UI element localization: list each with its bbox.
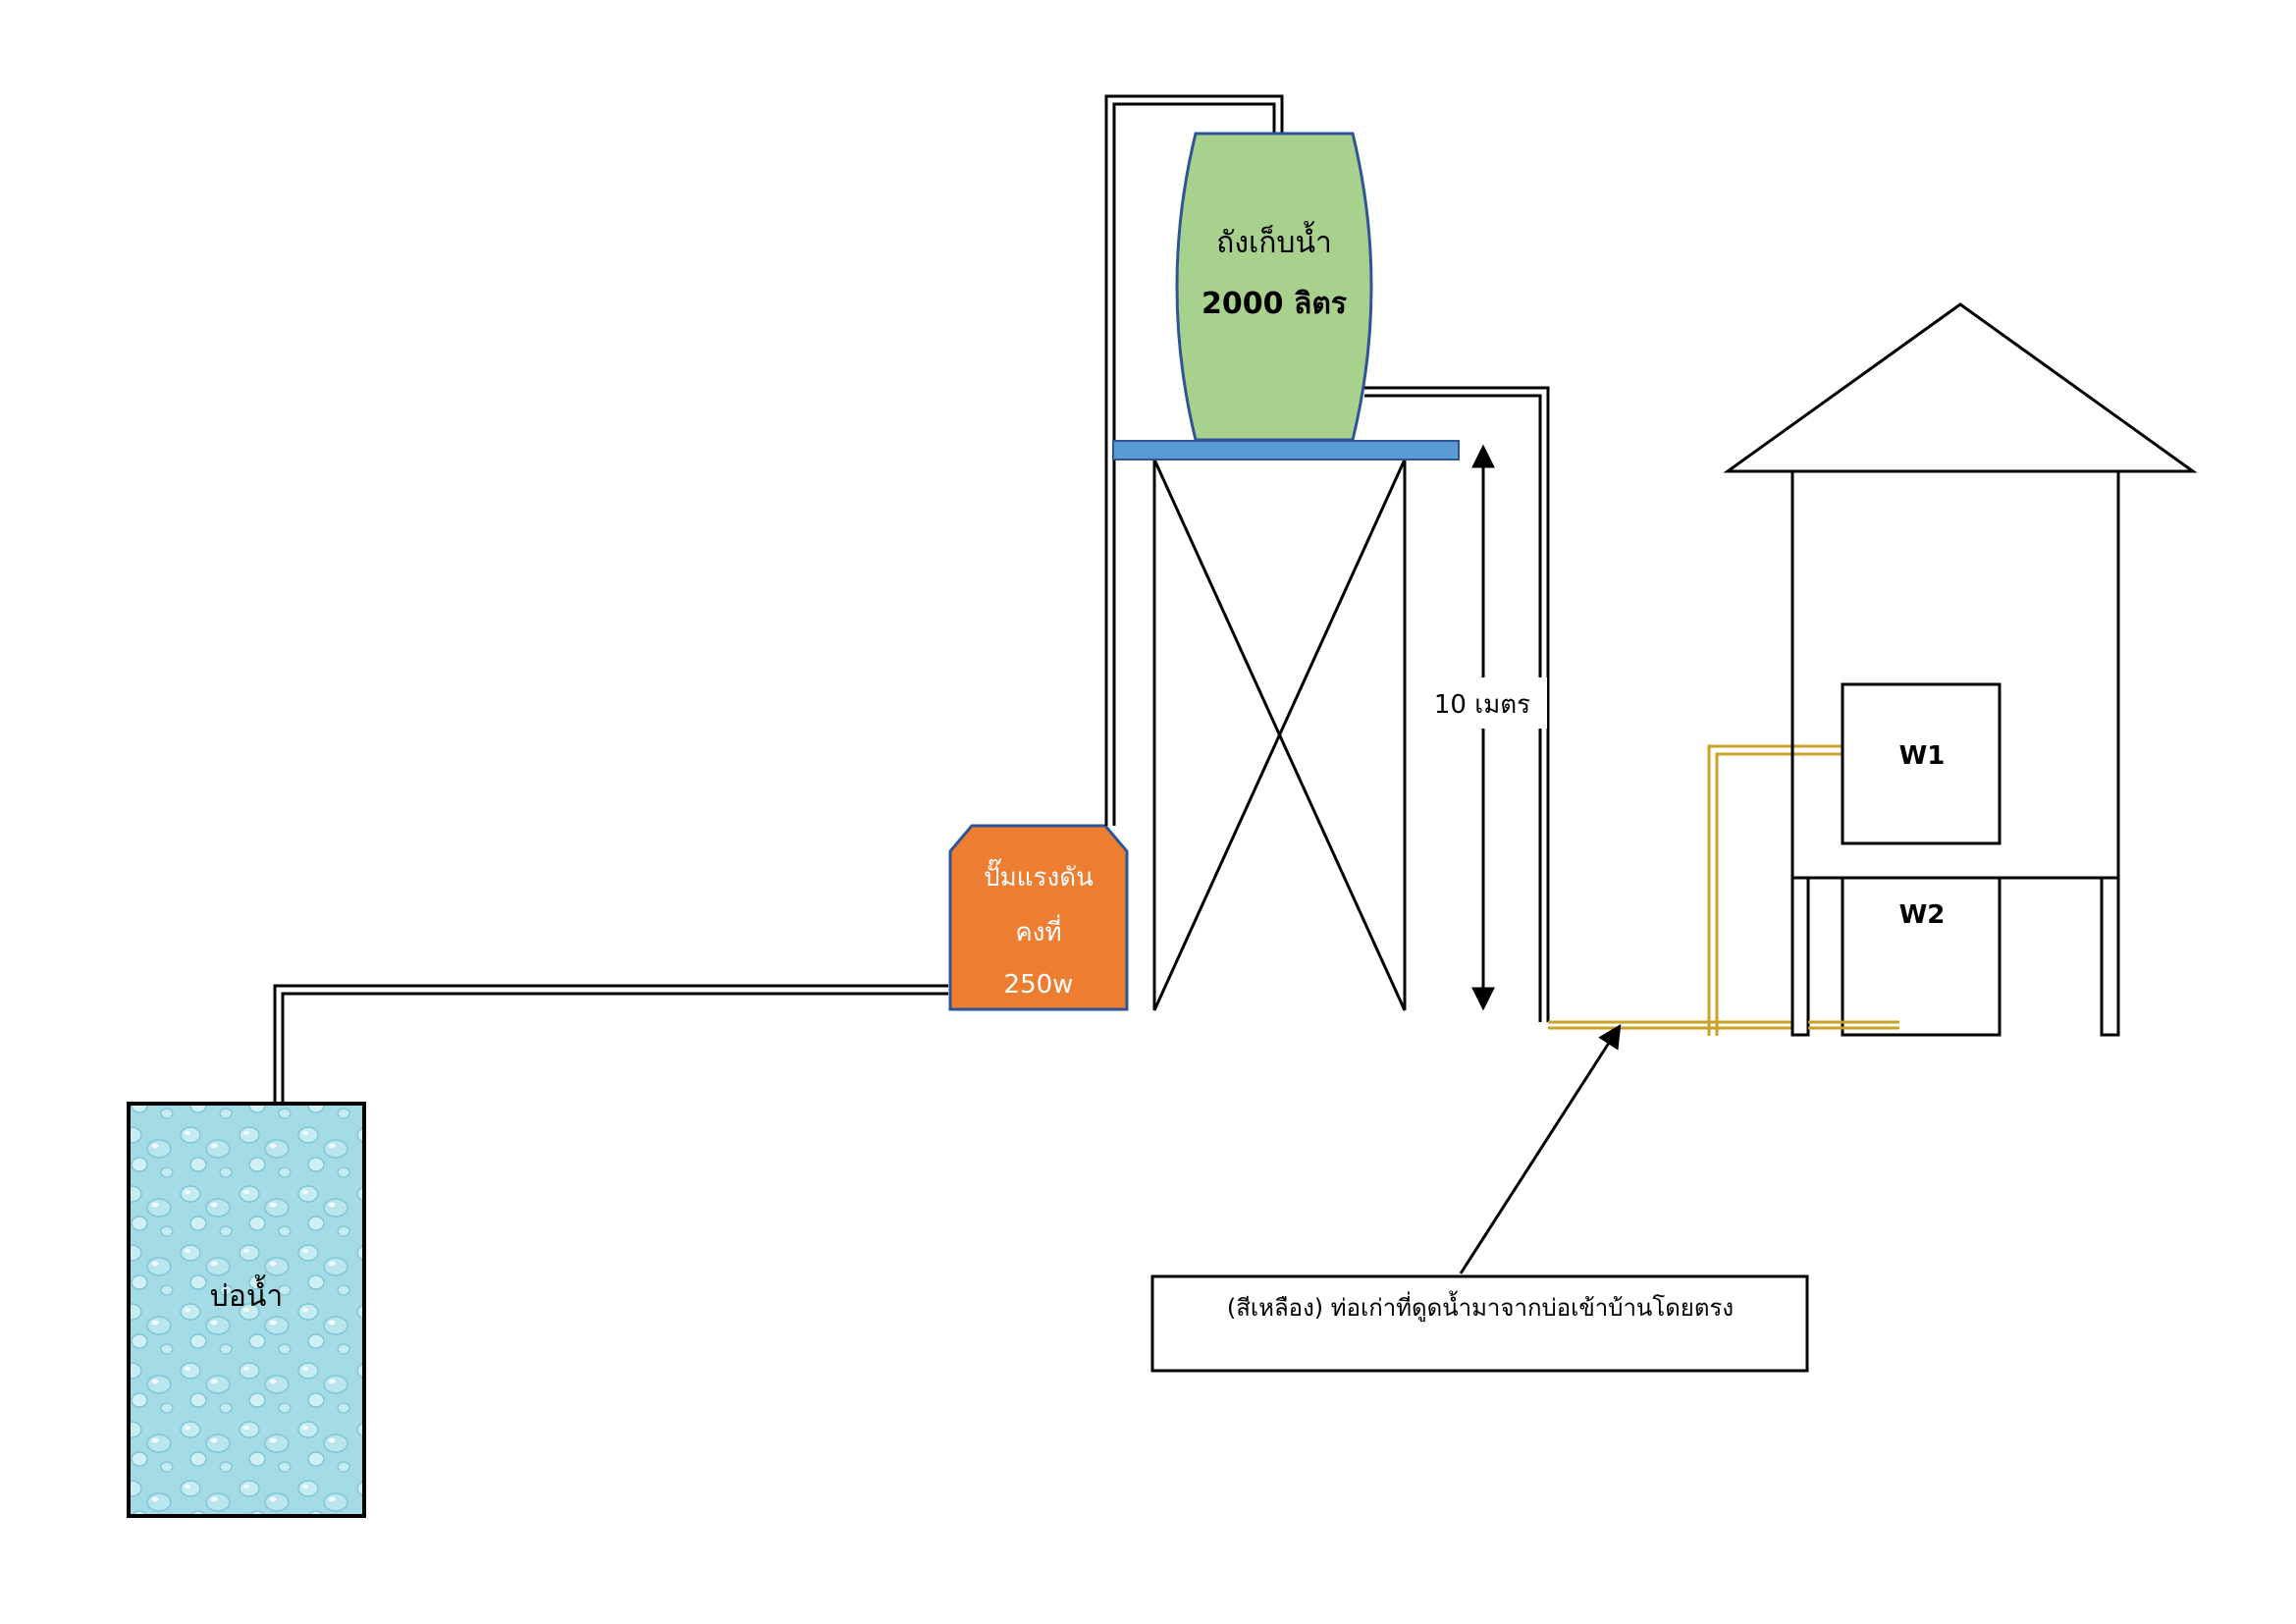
house-roof — [1723, 302, 2198, 473]
tank-label-line1: ถังเก็บน้ำ — [1216, 221, 1332, 260]
house-leg-left — [1790, 876, 1810, 1037]
tank-platform — [1112, 440, 1460, 460]
tank-stand — [1152, 459, 1407, 1011]
callout-text: (สีเหลือง) ท่อเก่าที่ดูดน้ำมาจากบ่อเข้าบ… — [1227, 1290, 1734, 1323]
house-leg-right — [2100, 876, 2120, 1037]
pump-label-line2: คงที่ — [1015, 914, 1061, 947]
room-w1-label: W1 — [1899, 741, 1946, 771]
yellow-pipe-overlay — [1808, 1020, 1899, 1030]
pipe-tank-to-house — [1364, 386, 1550, 1022]
pipe-well-to-pump — [273, 984, 948, 1104]
pump: ปั๊มแรงดัน คงที่ 250w — [948, 824, 1129, 1011]
well-body — [127, 1102, 366, 1518]
tank-body — [1175, 132, 1373, 442]
room-w2-label: W2 — [1899, 900, 1946, 930]
water-tank: ถังเก็บน้ำ 2000 ลิตร — [1175, 132, 1373, 442]
height-dimension: 10 เมตร — [1421, 444, 1547, 1011]
room-w1 — [1841, 682, 2002, 845]
well: บ่อน้ำ — [127, 1102, 366, 1518]
tank-label-line2: 2000 ลิตร — [1201, 287, 1347, 321]
callout: (สีเหลือง) ท่อเก่าที่ดูดน้ำมาจากบ่อเข้าบ… — [1150, 1023, 1809, 1373]
pump-label-line3: 250w — [1004, 970, 1074, 1000]
callout-box — [1150, 1274, 1809, 1373]
room-w2 — [1841, 876, 2002, 1037]
height-label: 10 เมตร — [1434, 690, 1530, 720]
house: W1 W2 — [1723, 302, 2198, 1037]
pump-label-line1: ปั๊มแรงดัน — [984, 858, 1094, 893]
pipe-pump-to-tank — [1104, 94, 1284, 826]
callout-arrow — [1459, 1023, 1622, 1274]
well-label: บ่อน้ำ — [210, 1274, 283, 1314]
